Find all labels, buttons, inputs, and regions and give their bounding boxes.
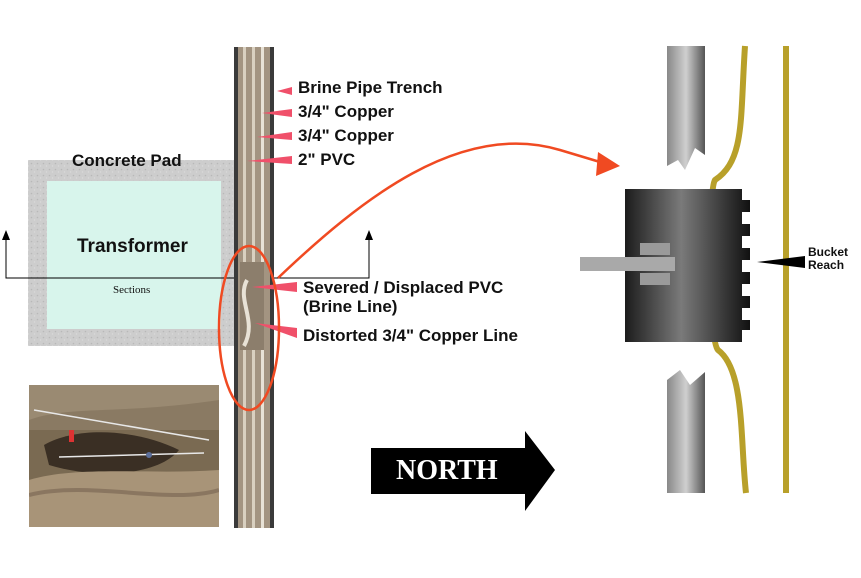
copper-2-label: 3/4" Copper — [298, 126, 394, 145]
bucket-reach-label: Bucket Reach — [808, 245, 849, 272]
north-arrow — [371, 431, 555, 511]
pointer-distorted — [255, 323, 297, 338]
callout-arrow-curve — [277, 142, 601, 279]
north-label: NORTH — [396, 455, 498, 486]
copper-1-label: 3/4" Copper — [298, 102, 394, 121]
pointer-trench — [277, 87, 292, 95]
pointer-copper-1 — [262, 109, 292, 117]
bucket-reach-pointer — [757, 256, 805, 268]
detail-section — [580, 45, 805, 494]
sections-label: Sections — [113, 284, 151, 296]
concrete-pad-label: Concrete Pad — [72, 151, 182, 170]
section-arrow-right — [365, 230, 373, 240]
section-arrow-left — [2, 230, 10, 240]
distorted-copper-label: Distorted 3/4" Copper Line — [303, 326, 518, 345]
pointer-pvc — [247, 156, 292, 164]
severed-pvc-label: Severed / Displaced PVC — [303, 278, 504, 297]
brine-pipe-trench-label: Brine Pipe Trench — [298, 78, 443, 97]
pvc-label: 2" PVC — [298, 150, 356, 169]
brine-line-label: (Brine Line) — [303, 297, 398, 316]
transformer-box — [47, 181, 221, 329]
pointer-copper-2 — [257, 132, 292, 140]
excavation-photo — [29, 385, 219, 527]
damage-callout-ellipse — [217, 244, 281, 412]
transformer-label: Transformer — [77, 236, 188, 257]
section-marker — [5, 237, 370, 279]
callout-arrowhead — [596, 152, 620, 176]
